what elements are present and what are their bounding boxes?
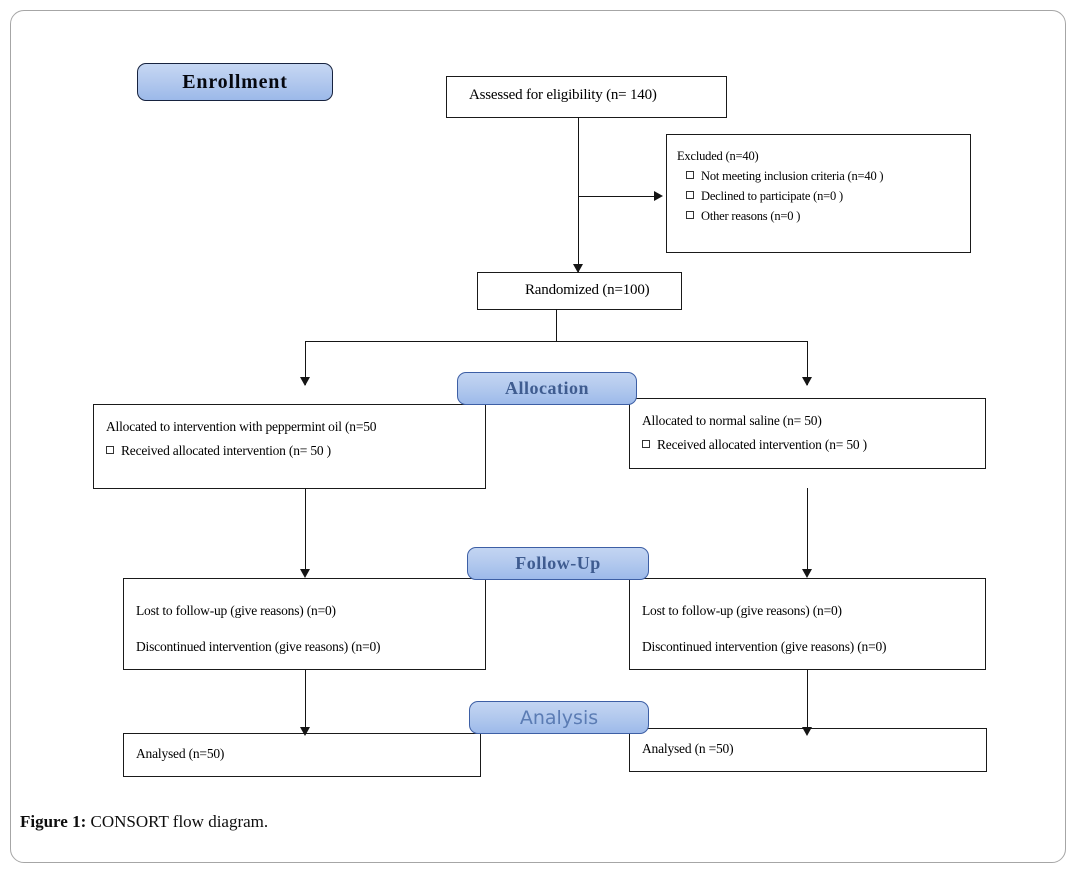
connector-split-left — [305, 341, 306, 385]
box-analysed-peppermint: Analysed (n=50) — [123, 733, 481, 777]
box-followup-saline: Lost to follow-up (give reasons) (n=0) D… — [629, 578, 986, 670]
assessed-text: Assessed for eligibility (n= 140) — [469, 87, 657, 103]
allocated-left-item-0: Received allocated intervention (n= 50 ) — [106, 439, 485, 463]
connector-split-right — [807, 341, 808, 385]
arrow-followup-to-analysis-left — [300, 727, 310, 736]
figure-caption-label: Figure 1: — [20, 812, 87, 831]
connector-assessed-to-randomized — [578, 117, 579, 272]
banner-allocation: Allocation — [457, 372, 637, 405]
bullet-square-icon — [686, 211, 694, 219]
connector-randomized-down — [556, 309, 557, 342]
arrow-alloc-to-followup-right — [802, 569, 812, 578]
analysed-right-text: Analysed (n =50) — [642, 741, 734, 756]
allocated-left-heading: Allocated to intervention with peppermin… — [106, 419, 377, 434]
excluded-item-2-label: Other reasons (n=0 ) — [701, 209, 801, 223]
bullet-square-icon — [686, 171, 694, 179]
box-randomized: Randomized (n=100) — [477, 272, 682, 310]
banner-enrollment-label: Enrollment — [182, 70, 288, 93]
connector-to-excluded — [578, 196, 660, 197]
arrow-split-left — [300, 377, 310, 386]
allocated-right-heading: Allocated to normal saline (n= 50) — [642, 413, 822, 428]
excluded-item-2: Other reasons (n=0 ) — [677, 206, 970, 226]
bullet-square-icon — [106, 446, 114, 454]
excluded-heading: Excluded (n=40) — [677, 149, 759, 163]
followup-right-line1: Lost to follow-up (give reasons) (n=0) — [642, 603, 842, 618]
arrow-split-right — [802, 377, 812, 386]
bullet-square-icon — [686, 191, 694, 199]
box-excluded: Excluded (n=40) Not meeting inclusion cr… — [666, 134, 971, 253]
connector-alloc-to-followup-right — [807, 488, 808, 572]
allocated-left-item-0-label: Received allocated intervention (n= 50 ) — [121, 443, 331, 458]
banner-allocation-label: Allocation — [505, 378, 589, 398]
followup-left-line1: Lost to follow-up (give reasons) (n=0) — [136, 603, 336, 618]
banner-analysis-label: Analysis — [519, 706, 599, 729]
arrow-to-excluded — [654, 191, 663, 201]
analysed-left-text: Analysed (n=50) — [136, 746, 225, 761]
connector-randomized-split — [305, 341, 808, 342]
connector-alloc-to-followup-left — [305, 488, 306, 572]
excluded-item-1: Declined to participate (n=0 ) — [677, 186, 970, 206]
allocated-right-item-0: Received allocated intervention (n= 50 ) — [642, 433, 985, 457]
banner-followup: Follow-Up — [467, 547, 649, 580]
followup-left-line2: Discontinued intervention (give reasons)… — [136, 639, 381, 654]
excluded-item-1-label: Declined to participate (n=0 ) — [701, 189, 843, 203]
excluded-item-0-label: Not meeting inclusion criteria (n=40 ) — [701, 169, 884, 183]
excluded-item-0: Not meeting inclusion criteria (n=40 ) — [677, 166, 970, 186]
box-assessed-for-eligibility: Assessed for eligibility (n= 140) — [446, 76, 727, 118]
figure-caption-text: CONSORT flow diagram. — [86, 812, 269, 831]
connector-followup-to-analysis-right — [807, 670, 808, 732]
randomized-text: Randomized (n=100) — [525, 282, 650, 298]
arrow-followup-to-analysis-right — [802, 727, 812, 736]
allocated-right-item-0-label: Received allocated intervention (n= 50 ) — [657, 437, 867, 452]
banner-enrollment: Enrollment — [137, 63, 333, 101]
arrow-assessed-to-randomized — [573, 264, 583, 273]
figure-caption: Figure 1: CONSORT flow diagram. — [20, 812, 268, 832]
box-allocated-peppermint: Allocated to intervention with peppermin… — [93, 404, 486, 489]
banner-analysis: Analysis — [469, 701, 649, 734]
followup-right-line2: Discontinued intervention (give reasons)… — [642, 639, 887, 654]
bullet-square-icon — [642, 440, 650, 448]
box-followup-peppermint: Lost to follow-up (give reasons) (n=0) D… — [123, 578, 486, 670]
banner-followup-label: Follow-Up — [515, 553, 601, 573]
box-allocated-saline: Allocated to normal saline (n= 50) Recei… — [629, 398, 986, 469]
arrow-alloc-to-followup-left — [300, 569, 310, 578]
connector-followup-to-analysis-left — [305, 670, 306, 732]
